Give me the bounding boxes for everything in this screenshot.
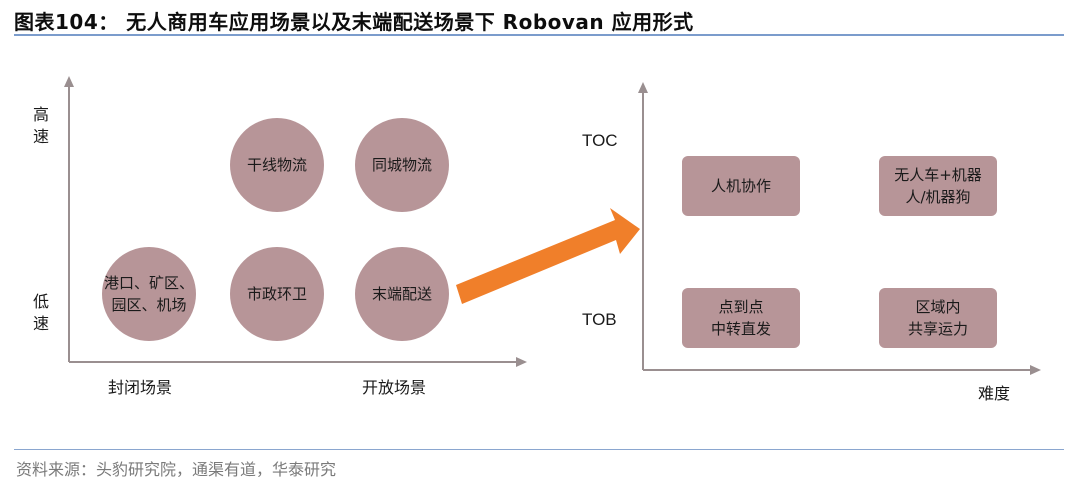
y-axis-label-high-speed: 高速 bbox=[32, 105, 49, 146]
title-rule bbox=[14, 34, 1064, 36]
source-note: 资料来源：头豹研究院，通渠有道，华泰研究 bbox=[16, 460, 337, 479]
figure-title: 图表104： 无人商用车应用场景以及末端配送场景下 Robovan 应用形式 bbox=[14, 10, 694, 34]
circle-municipal-sanitation: 市政环卫 bbox=[230, 247, 324, 341]
right-x-axis-arrowhead bbox=[1030, 365, 1041, 375]
left-x-axis-arrowhead bbox=[516, 357, 527, 367]
transition-arrow bbox=[456, 208, 640, 304]
box-human-machine-collaboration: 人机协作 bbox=[682, 156, 800, 216]
box-unmanned-vehicle-robot: 无人车+机器 人/机器狗 bbox=[879, 156, 997, 216]
source-rule bbox=[14, 449, 1064, 450]
right-y-axis-arrowhead bbox=[638, 82, 648, 93]
y-axis-label-toc: TOC bbox=[582, 131, 618, 150]
x-axis-label-open: 开放场景 bbox=[362, 378, 427, 397]
x-axis-label-closed: 封闭场景 bbox=[108, 378, 173, 397]
y-axis-label-low-speed: 低速 bbox=[32, 292, 49, 333]
box-regional-shared-capacity: 区域内 共享运力 bbox=[879, 288, 997, 348]
circle-trunk-logistics: 干线物流 bbox=[230, 118, 324, 212]
circle-ports-mines-parks-airports: 港口、矿区、 园区、机场 bbox=[102, 247, 196, 341]
y-axis-label-tob: TOB bbox=[582, 310, 617, 329]
x-axis-label-difficulty: 难度 bbox=[978, 384, 1011, 403]
circle-last-mile-delivery: 末端配送 bbox=[355, 247, 449, 341]
left-y-axis-arrowhead bbox=[64, 76, 74, 87]
circle-intracity-logistics: 同城物流 bbox=[355, 118, 449, 212]
box-point-to-point-transfer: 点到点 中转直发 bbox=[682, 288, 800, 348]
